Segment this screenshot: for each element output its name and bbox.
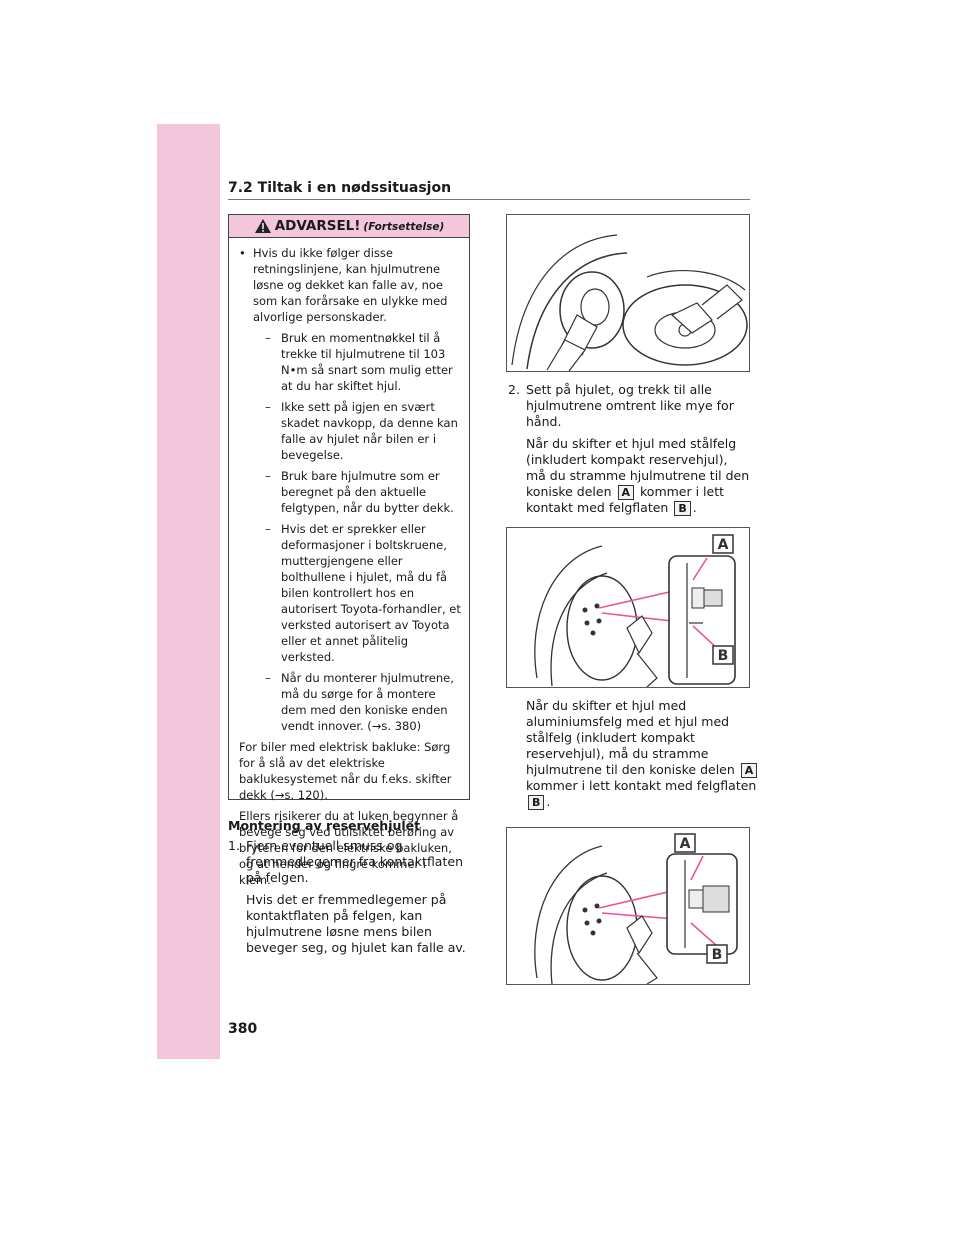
bullet-icon: • [239, 246, 246, 260]
warning-header: ADVARSEL! (Fortsettelse) [229, 215, 469, 238]
warning-paragraph: For biler med elektrisk bakluke: Sørg fo… [239, 740, 452, 802]
figure-clean-wheel [506, 214, 750, 372]
figure-label-a: A [680, 836, 691, 852]
illustration-alu-nut: A B [534, 833, 738, 984]
warning-bullet: • Hvis du ikke følger disse retningslinj… [239, 245, 461, 739]
list-item: –Når du monterer hjulmutrene, må du sørg… [265, 671, 454, 733]
step-number: 1. [228, 838, 240, 853]
list-item: –Hvis det er sprekker eller deformasjone… [265, 522, 461, 664]
warning-paragraph: Ellers risikerer du at luken begynner å … [239, 809, 459, 887]
figure-steel-nut: A B [506, 527, 750, 688]
warning-box: ADVARSEL! (Fortsettelse) • Hvis du ikke … [228, 214, 470, 887]
section-divider [228, 199, 750, 200]
warning-subtitle: (Fortsettelse) [363, 221, 445, 233]
list-item: –Bruk en momentnøkkel til å trekke til h… [265, 331, 453, 393]
subsection-title: Montering av reservehjulet [228, 818, 421, 833]
step-text: Sett på hjulet, og trekk til alle hjulmu… [526, 382, 734, 429]
warning-bullet-text: Hvis du ikke følger disse retningslinjen… [253, 246, 448, 324]
steel-rim-instruction: Når du skifter et hjul med stålfelg (ink… [526, 436, 750, 516]
section-title: 7.2 Tiltak i en nødssituasjon [228, 180, 452, 196]
figure-label-b: B [718, 648, 729, 664]
label-b-marker: B [674, 501, 691, 516]
step-number: 2. [508, 382, 520, 397]
figure-label-b: B [712, 947, 723, 963]
illustration-steel-nut: A B [534, 534, 736, 687]
warning-body: • Hvis du ikke følger disse retningslinj… [229, 238, 469, 888]
warning-triangle-icon [254, 219, 271, 233]
list-item: –Bruk bare hjulmutre som er beregnet på … [265, 469, 454, 515]
step-1: 1. Fjern eventuell smuss og fremmedlegem… [228, 838, 473, 962]
illustration-cleaning-hub [511, 234, 748, 371]
figure-alu-nut: A B [506, 827, 750, 985]
warning-sub-list: –Bruk en momentnøkkel til å trekke til h… [253, 330, 461, 739]
warning-title: ADVARSEL! [274, 218, 361, 234]
page-number: 380 [228, 1021, 258, 1037]
alu-rim-instruction: Når du skifter et hjul med aluminiumsfel… [526, 698, 758, 810]
label-b-marker: B [528, 795, 545, 810]
label-a-marker: A [740, 763, 758, 778]
label-a-marker: A [617, 485, 635, 500]
list-item: –Ikke sett på igjen en svært skadet navk… [265, 400, 458, 462]
side-tab-bar [157, 124, 220, 1059]
step-text: Fjern eventuell smuss og fremmedlegemer … [246, 838, 463, 885]
figure-label-a: A [718, 537, 729, 553]
step-note: Hvis det er fremmedlegemer på kontaktfla… [246, 892, 466, 955]
step-2: 2. Sett på hjulet, og trekk til alle hju… [508, 382, 750, 522]
